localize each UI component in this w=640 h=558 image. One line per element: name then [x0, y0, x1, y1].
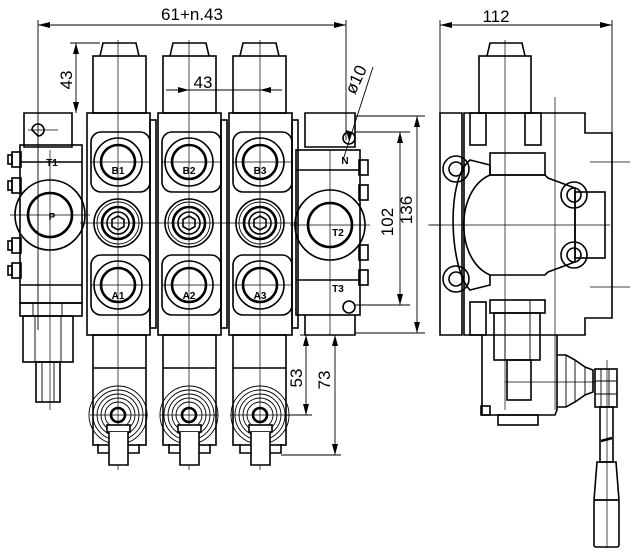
spool-end-1 — [88, 334, 148, 466]
port-label-b2: B2 — [183, 166, 196, 177]
port-label-a2: A2 — [183, 291, 196, 302]
section-3: B3 A3 — [227, 112, 299, 336]
port-label-p: P — [49, 212, 56, 223]
port-label-t1: T1 — [46, 158, 58, 169]
dimension-mount-spacing-outer-label: 136 — [397, 196, 416, 224]
spool-end-2 — [159, 334, 219, 466]
port-label-n: N — [341, 156, 348, 167]
dimension-side-width-label: 112 — [482, 7, 509, 26]
section-2: B2 A2 — [156, 112, 228, 336]
spool-ends — [88, 334, 300, 466]
port-label-a1: A1 — [112, 291, 125, 302]
dimension-mount-spacing-inner-label: 102 — [378, 208, 397, 236]
spool-end-3 — [230, 334, 300, 466]
port-label-t2: T2 — [332, 228, 344, 239]
dimension-lower-offsets: 53 73 — [281, 334, 345, 456]
port-label-b3: B3 — [254, 166, 267, 177]
port-label-b1: B1 — [112, 166, 125, 177]
port-label-a3: A3 — [254, 291, 267, 302]
dimension-section-pitch-label: 43 — [194, 73, 213, 92]
side-view: 112 — [430, 7, 630, 548]
dimension-section-pitch: 43 — [166, 73, 282, 93]
dimension-spool-cap-height: 43 — [57, 42, 100, 113]
dimension-mount-spacing: 102 136 — [355, 115, 440, 334]
port-label-t3: T3 — [332, 284, 344, 295]
inlet-cover: T1 P — [7, 112, 90, 410]
dimension-spool-axis-offset-label: 53 — [287, 369, 306, 388]
dimension-lower-offset-label: 73 — [315, 371, 334, 390]
outlet-cover: N T2 T3 — [290, 112, 370, 336]
dimension-overall-width-label: 61+n.43 — [161, 5, 223, 24]
dimension-overall-width: 61+n.43 — [37, 5, 347, 330]
dimension-spool-cap-height-label: 43 — [57, 71, 76, 90]
